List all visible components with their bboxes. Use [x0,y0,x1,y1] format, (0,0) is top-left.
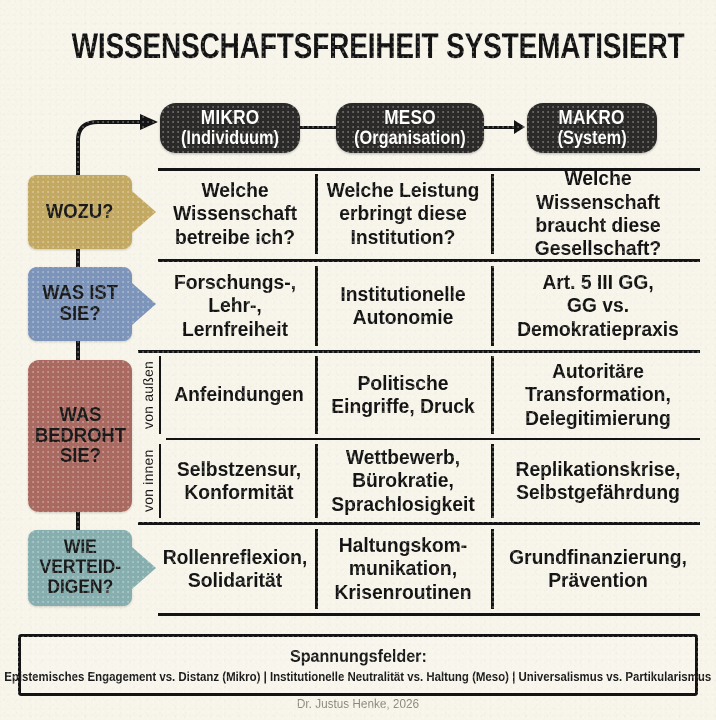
row-label-wie-verteidigen[interactable]: WIE VERTEID- DIGEN? [28,530,132,606]
col-divider-2-row3a [491,356,494,434]
col-divider-2-row1 [491,174,494,254]
cell-was-ist-sie-meso: Institutionelle Autonomie [340,282,466,329]
rule-between-subrows [166,438,700,440]
cell-was-ist-sie-mikro: Forschungs-, Lehr-, Lernfreiheit [173,270,297,341]
row-label-wozu[interactable]: WOZU? [28,175,132,249]
connector-meso-makro [482,126,515,129]
chip-stem-3 [76,512,80,532]
col-divider-1-row4 [315,529,318,609]
row-label-was-ist-sie-text: WAS IST SIE? [42,282,118,325]
cell-von-aussen-meso: Politische Eingriffe, Druck [331,371,475,418]
row-label-was-bedroht-sie-text: WAS BEDROHT SIE? [34,403,126,468]
cell-wozu-meso: Welche Leistung erbringt diese Instituti… [326,178,480,249]
col-divider-1-row3b [315,444,318,518]
cell-wie-verteidigen-mikro: Rollenreflexion, Solidarität [162,545,308,592]
cell-von-aussen-mikro: Anfeindungen [174,383,304,407]
row-label-wie-verteidigen-text: WIE VERTEID- DIGEN? [39,537,121,598]
cell-wie-verteidigen-makro: Grundfinanzierung, Prävention [509,545,687,592]
column-header-makro-subtitle: (System) [557,127,627,149]
cell-von-innen-mikro: Selbstzensur, Konformität [176,457,302,504]
cell-wozu-mikro: Welche Wissenschaft betreibe ich? [172,178,298,249]
connector-mikro-meso [298,126,340,129]
column-header-meso[interactable]: MESO (Organisation) [336,103,484,153]
cell-wie-verteidigen-meso: Haltungskom- munikation, Krisenroutinen [334,533,472,604]
cell-was-ist-sie-makro: Art. 5 III GG, GG vs. Demokratiepraxis [517,270,679,341]
column-header-makro-title: MAKRO [558,106,626,129]
column-header-meso-subtitle: (Organisation) [354,127,466,149]
col-divider-1-row3a [315,356,318,434]
cell-von-innen-meso: Wettbewerb, Bürokratie, Sprachlosigkeit [331,445,475,516]
chip-stem-1 [76,248,80,270]
chip-stem-2 [76,340,80,362]
tension-fields-detail: Epistemisches Engagement vs. Distanz (Mi… [4,669,712,684]
tension-fields-heading: Spannungsfelder: [289,646,427,666]
credit-line: Dr. Justus Henke, 2026 [296,697,420,711]
row-label-wozu-text: WOZU? [46,200,114,223]
col-divider-2-row4 [491,529,494,609]
col-divider-1-row1 [315,174,318,254]
column-header-meso-title: MESO [384,106,436,129]
cell-von-aussen-makro: Autoritäre Transformation, Delegitimieru… [525,359,671,430]
sub-divider-row3a [159,356,161,434]
cell-wozu-makro: Welche Wissenschaft braucht diese Gesell… [534,167,662,261]
column-header-makro[interactable]: MAKRO (System) [527,103,657,153]
cell-von-innen-makro: Replikationskrise, Selbstgefährdung [515,457,681,504]
column-header-mikro-title: MIKRO [200,106,260,129]
rule-after-was-ist-sie [138,350,700,353]
col-divider-2-row3b [491,444,494,518]
page-title: WISSENSCHAFTSFREIHEIT SYSTEMATISIERT [71,27,685,66]
column-header-mikro[interactable]: MIKRO (Individuum) [160,103,300,153]
row-label-was-bedroht-sie[interactable]: WAS BEDROHT SIE? [28,360,132,512]
rule-top [158,168,700,171]
sublabel-von-aussen: von außen [140,361,156,429]
row-label-was-ist-sie[interactable]: WAS IST SIE? [28,267,132,341]
col-divider-2-row2 [491,266,494,346]
col-divider-1-row2 [315,266,318,346]
sub-divider-row3b [159,444,161,518]
column-header-mikro-subtitle: (Individuum) [180,127,280,149]
rule-bottom [158,613,700,616]
connector-meso-makro-arrowhead [514,120,525,134]
rule-after-bedroht [138,522,700,525]
rule-after-wozu [158,259,700,262]
sublabel-von-innen: von innen [140,449,156,513]
tension-fields-box: Spannungsfelder: Epistemisches Engagemen… [5,634,711,696]
